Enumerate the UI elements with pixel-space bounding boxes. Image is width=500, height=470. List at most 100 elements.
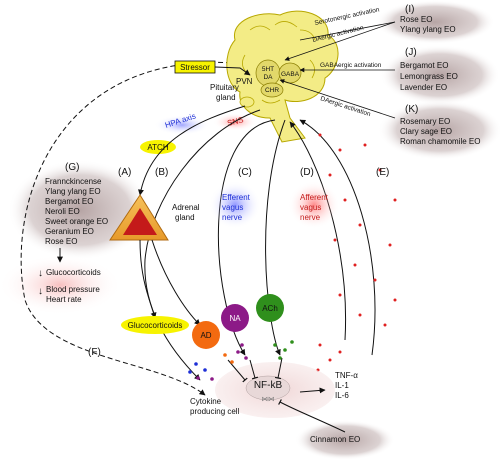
efferent-label-1: Efferent [222,193,251,202]
na-dot [236,350,240,354]
cytokine-tnf: TNF-α [335,371,358,380]
cytokine-dot [393,198,397,202]
gaba-label: GABA [281,71,300,78]
daergic-bottom-label: DAergic activation [319,95,371,118]
panel-g-oil-4: Neroli EO [45,207,80,216]
afferent-arrow-d [289,121,347,341]
nfkb-label: NF-kB [254,380,283,391]
cytokine-il1: IL-1 [335,381,349,390]
ach-label: ACh [262,304,278,313]
daergic-bottom-line [279,79,396,119]
pituitary-label-2: gland [216,93,236,102]
adrenal-label-1: Adrenal [172,203,200,212]
atch-label: ATCH [147,143,168,152]
afferent-label-1: Afferent [300,193,329,202]
bp-down-arrow: ↓ [38,286,43,297]
ach-dot [290,340,294,344]
cytokine-dot [343,198,347,202]
brain-folds [242,21,316,104]
panel-g: (G) Frannckincense Ylang ylang EO Bergam… [45,162,108,246]
cytokine-dot [383,323,387,327]
na-receptor [249,359,259,380]
glucocorticoid-dot [203,368,207,372]
efferent-label-3: nerve [222,213,243,222]
molecule-dots [188,340,294,381]
cytokine-dot [363,143,367,147]
afferent-label-3: nerve [300,213,321,222]
glucocorticoid-dot [188,370,192,374]
adrenal-label-2: gland [175,213,195,222]
panel-j: (J) Bergamot EO Lemongrass EO Lavender E… [400,47,458,92]
glucocorticoid-dot [194,362,198,366]
cytokine-dot [333,238,337,242]
gabaergic-label: GABAergic activation [320,62,382,69]
brain: 5HT DA GABA CHR PVN [226,10,339,143]
efferent-label-2: vagus [222,203,243,212]
cytokine-dot [338,293,342,297]
effects-shade [0,255,122,315]
adrenal-inner [123,208,157,235]
ht-label: 5HT [262,66,274,73]
cytokine-dot [328,358,332,362]
glucocorticoids-down-arrow: ↓ [38,268,43,279]
pvn-label: PVN [236,77,253,86]
panel-k-oil-2: Clary sage EO [400,127,452,136]
ad-label: AD [200,331,211,340]
dna-icon: ⋈⋈ [262,396,276,403]
letter-a: (A) [118,167,131,178]
panel-j-oil-3: Lavender EO [400,83,447,92]
cytokine-dot [318,133,322,137]
cytokine-dot [338,148,342,152]
daergic-top-line [284,21,396,61]
cytokine-il6: IL-6 [335,391,349,400]
letter-e: (E) [376,167,389,178]
cytokine-dot [373,278,377,282]
stressor-arrow [214,66,251,76]
cell-label-2: producing cell [190,407,240,416]
cinnamon-label: Cinnamon EO [310,435,360,444]
efferent-shade [209,181,261,229]
panel-k-shade [378,100,500,160]
ach-circle [256,294,284,322]
ad-dot [230,360,234,364]
nfkb-to-cytokines-arrow [299,387,326,394]
glucocorticoids-molecule-label: Glucocorticoids [128,321,183,330]
blood-pressure-label: Blood pressure [46,285,100,294]
cytokine-dot [358,223,362,227]
glucocorticoids-down-label: Glucocorticoids [46,268,101,277]
afferent-arrow-e [299,119,376,356]
cytokine-dot [328,173,332,177]
panel-g-oil-1: Frannckincense [45,177,102,186]
panel-i-letter: (I) [405,4,414,15]
ach-dot [278,356,282,360]
ach-dot [283,348,287,352]
serotonergic-label: Serotonergic activation [314,6,381,27]
glucocorticoid-dot [210,377,214,381]
cytokine-dot [388,243,392,247]
ad-circle [192,321,220,349]
adrenal-to-ad-arrow [151,239,201,326]
ht-da-nucleus [255,59,281,87]
cinnamon-shade [295,420,395,460]
na-circle [221,304,249,332]
panel-k-oil-1: Rosemary EO [400,117,450,126]
panel-g-oil-7: Rose EO [45,237,77,246]
hpa-shade [154,115,210,135]
glucocorticoid-dot [196,376,200,380]
cinnamon-inhibition-line [278,399,346,433]
pituitary-shape [239,96,255,108]
heart-rate-label: Heart rate [46,295,82,304]
panel-i-shade [375,0,495,44]
letter-c: (C) [238,167,252,178]
panel-j-oil-1: Bergamot EO [400,61,448,70]
panel-g-oil-2: Ylang ylang EO [45,187,101,196]
na-dot [244,356,248,360]
afferent-shade [288,181,340,229]
panel-g-oil-5: Sweet orange EO [45,217,108,226]
adrenal-to-glucocorticoids-arrow [139,239,157,319]
panel-j-shade [380,45,500,105]
chr-label: CHR [265,87,279,94]
atch-shape [140,140,176,154]
